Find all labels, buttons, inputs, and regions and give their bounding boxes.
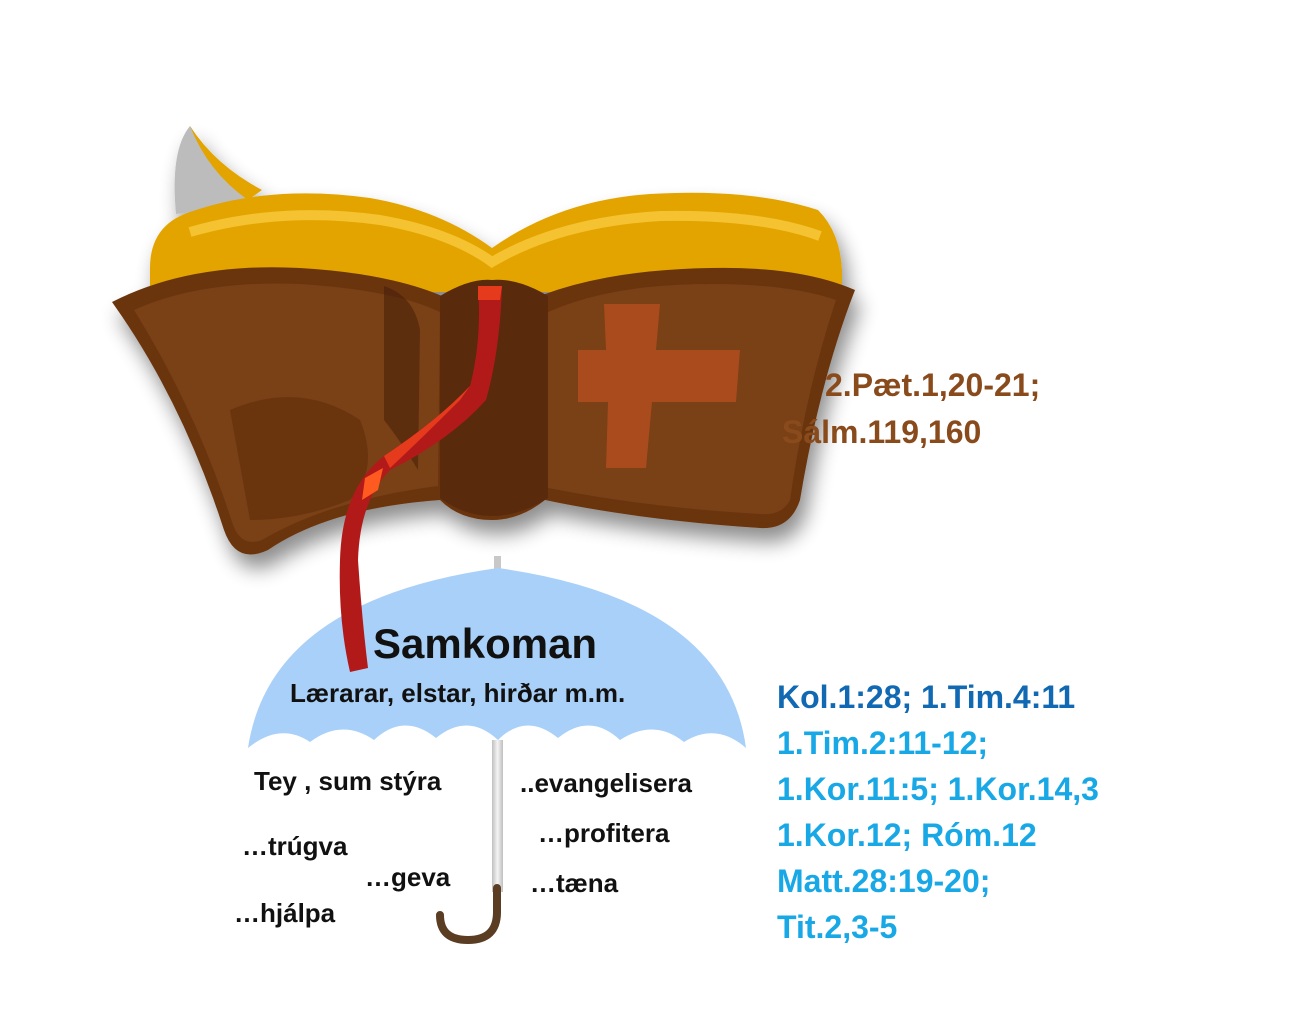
scripture-reference-4: 1.Kor.12; Róm.12	[777, 817, 1037, 853]
bible-icon	[112, 126, 855, 555]
scripture-reference-2: 1.Tim.2:11-12;	[777, 725, 989, 761]
umbrella-icon	[248, 556, 746, 945]
activity-geva: …geva	[365, 862, 451, 892]
activity-trugva: …trúgva	[242, 831, 348, 861]
umbrella-subtitle: Lærarar, elstar, hirðar m.m.	[290, 678, 626, 708]
bookmark-ribbon-icon	[339, 286, 502, 672]
umbrella-title: Samkoman	[373, 620, 598, 667]
activity-taena: …tæna	[530, 868, 619, 898]
scripture-reference-5: Matt.28:19-20;	[777, 863, 991, 899]
activity-hjalpa: …hjálpa	[234, 898, 336, 928]
bible-reference-2: Sálm.119,160	[782, 414, 982, 450]
scripture-reference-6: Tit.2,3-5	[777, 909, 898, 945]
activity-profitera: …profitera	[538, 818, 670, 848]
bible-reference-1: 2.Pæt.1,20-21;	[825, 367, 1041, 403]
scripture-reference-list: Kol.1:28; 1.Tim.4:11 1.Tim.2:11-12; 1.Ko…	[777, 674, 1099, 950]
scripture-reference-1: Kol.1:28; 1.Tim.4:11	[777, 679, 1076, 715]
scripture-reference-3: 1.Kor.11:5; 1.Kor.14,3	[777, 771, 1099, 807]
activity-evangelisera: ..evangelisera	[520, 768, 692, 798]
activities-lead: Tey , sum stýra	[254, 766, 442, 796]
cross-icon	[578, 304, 740, 468]
